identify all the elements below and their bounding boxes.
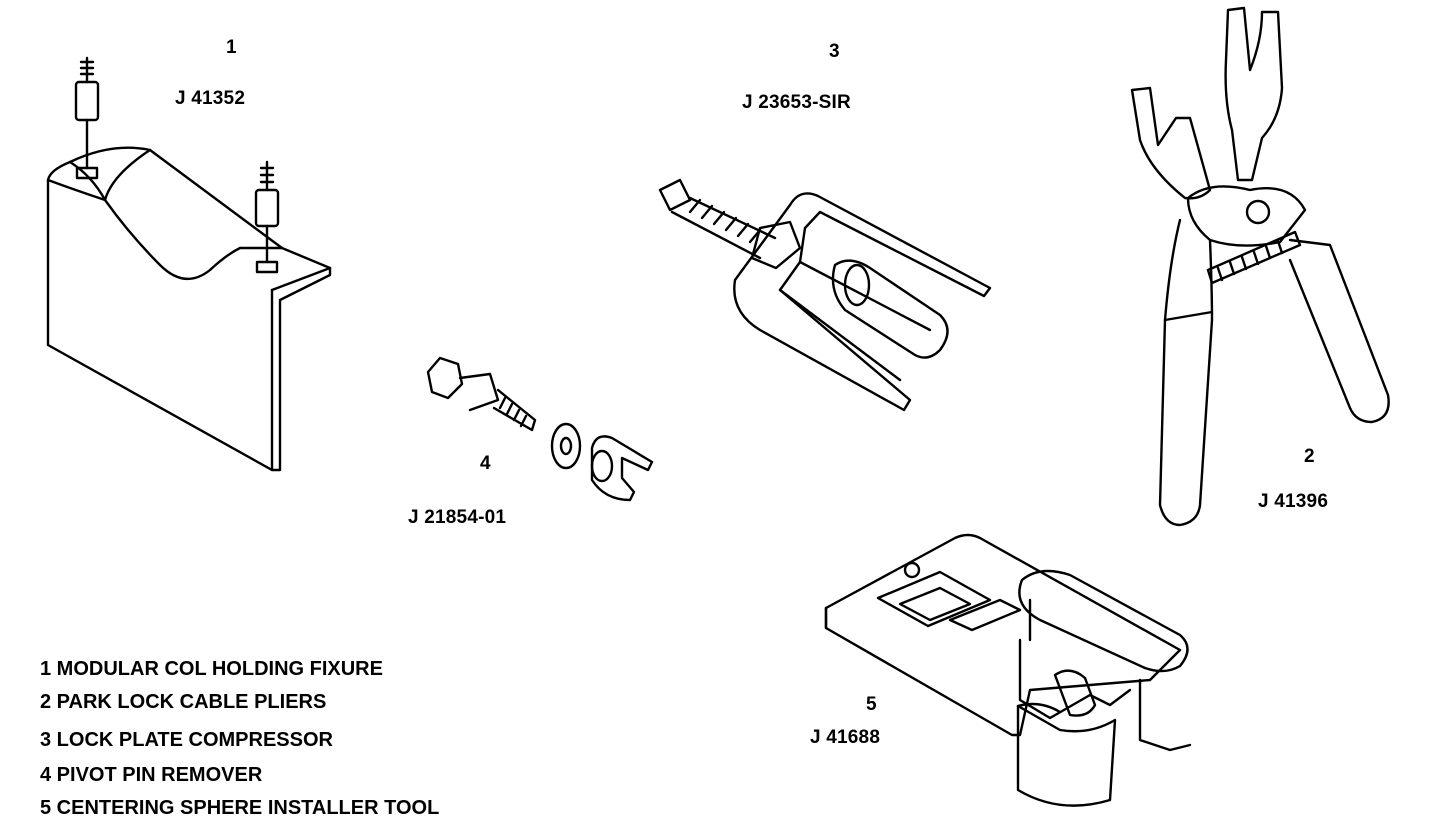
tool-4-part-number: J 21854-01 (408, 507, 507, 528)
tool-2-number: 2 (1304, 446, 1315, 467)
centering-sphere-installer-drawing (826, 535, 1190, 806)
holding-fixture-drawing (48, 58, 330, 470)
tool-2-part-number: J 41396 (1258, 491, 1329, 512)
pivot-pin-remover-drawing (428, 358, 652, 500)
legend-item-2: 2 PARK LOCK CABLE PLIERS (40, 691, 327, 713)
tool-3-number: 3 (829, 41, 840, 62)
legend-item-1: 1 MODULAR COL HOLDING FIXURE (40, 658, 383, 680)
tool-4-number: 4 (480, 453, 491, 474)
tool-5-part-number: J 41688 (810, 727, 881, 748)
legend-item-5: 5 CENTERING SPHERE INSTALLER TOOL (40, 797, 440, 819)
tool-3-part-number: J 23653-SIR (742, 92, 851, 113)
tool-5-number: 5 (866, 694, 877, 715)
tool-1-part-number: J 41352 (175, 88, 246, 109)
legend-item-4: 4 PIVOT PIN REMOVER (40, 764, 263, 786)
tool-1-number: 1 (226, 37, 237, 58)
legend-item-3: 3 LOCK PLATE COMPRESSOR (40, 729, 333, 751)
park-lock-pliers-drawing (1132, 8, 1389, 525)
lock-plate-compressor-drawing (660, 180, 990, 410)
